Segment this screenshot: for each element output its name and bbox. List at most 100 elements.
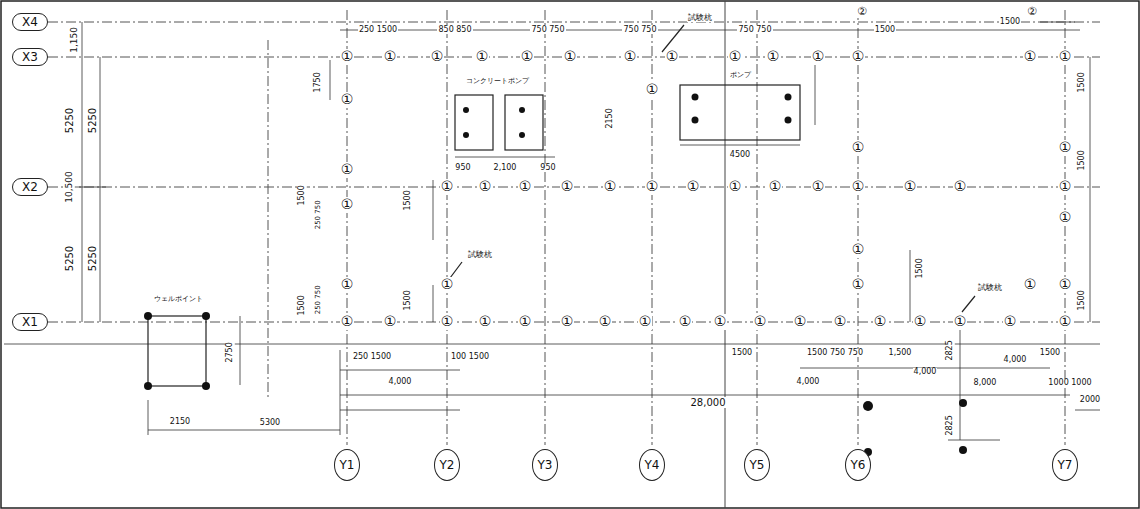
pile-mark: ① — [478, 314, 493, 329]
note-text: ② — [856, 6, 868, 18]
grid-name: Y3 — [538, 459, 553, 471]
pile-mark: ① — [1003, 314, 1018, 329]
pile-mark: ① — [768, 179, 783, 194]
pile-mark: ① — [811, 179, 826, 194]
pile-mark: ① — [603, 179, 618, 194]
dimension-text: 750 750 — [737, 26, 772, 35]
dimension-text: 8,000 — [973, 379, 998, 388]
note-text: 試験杭 — [977, 284, 1003, 293]
pile-mark: ① — [440, 314, 455, 329]
dimension-text: 250 750 — [314, 285, 322, 316]
dimension-text: 250 1500 — [352, 353, 392, 362]
dimension-text: 4,000 — [796, 378, 821, 387]
dimension-text: 5250 — [87, 106, 98, 133]
pile-mark: ① — [638, 314, 653, 329]
dimension-text: 4,000 — [1003, 356, 1028, 365]
grid-bubble-y: Y5 — [744, 449, 770, 481]
dimension-text: 4500 — [729, 151, 751, 160]
pile-mark: ① — [665, 49, 680, 64]
dimension-text: 1500 — [999, 18, 1021, 27]
dimension-text: 1500 — [1078, 149, 1087, 171]
pile-mark: ① — [793, 314, 808, 329]
pile-mark: ① — [873, 314, 888, 329]
pile-mark: ① — [340, 92, 355, 107]
grid-name: Y1 — [340, 459, 355, 471]
grid-name: Y5 — [750, 459, 765, 471]
dimension-text: 2825 — [946, 414, 955, 436]
dimension-text: 4,000 — [388, 378, 413, 387]
dimension-text: 1500 — [1078, 71, 1087, 93]
dimension-text: 2750 — [226, 341, 235, 363]
pile-mark: ① — [678, 314, 693, 329]
grid-bubble-y: Y7 — [1052, 449, 1078, 481]
pile-mark: ① — [953, 179, 968, 194]
dimension-text: 2150 — [606, 107, 615, 129]
note-text: 試験杭 — [687, 14, 713, 23]
dimension-text: 250 1500 — [358, 26, 398, 35]
dimension-text: 1750 — [314, 71, 323, 93]
grid-name: Y2 — [440, 459, 455, 471]
dimension-text: 4,000 — [913, 368, 938, 377]
pile-mark: ① — [1058, 210, 1073, 225]
pile-mark: ① — [340, 314, 355, 329]
dimension-text: 1500 — [298, 294, 307, 316]
pile-mark: ① — [686, 179, 701, 194]
dimension-text: 1500 — [298, 184, 307, 206]
dimension-text: 2825 — [946, 339, 955, 361]
pile-mark: ① — [430, 49, 445, 64]
grid-name: Y7 — [1058, 459, 1073, 471]
pile-mark: ① — [1058, 179, 1073, 194]
grid-bubble-y: Y6 — [845, 449, 871, 481]
pile-mark: ① — [851, 242, 866, 257]
pile-mark: ① — [903, 179, 918, 194]
pile-mark: ① — [560, 314, 575, 329]
dimension-text: 100 1500 — [450, 353, 490, 362]
grid-bubble-y: Y3 — [532, 449, 558, 481]
pile-mark: ① — [623, 49, 638, 64]
pile-mark: ① — [851, 179, 866, 194]
pile-mark: ① — [851, 49, 866, 64]
grid-name: X3 — [22, 51, 38, 63]
pile-mark: ① — [766, 49, 781, 64]
pile-mark: ① — [598, 314, 613, 329]
pile-mark: ① — [753, 314, 768, 329]
dimension-text: 1500 — [1039, 349, 1061, 358]
pile-mark: ① — [518, 314, 533, 329]
note-text: ウェルポイント — [153, 296, 204, 304]
pile-mark: ① — [1058, 140, 1073, 155]
dimension-text: 950 — [539, 164, 556, 173]
pile-mark: ① — [520, 49, 535, 64]
grid-bubble-x: X1 — [12, 313, 48, 331]
grid-bubble-x: X4 — [12, 13, 48, 31]
dimension-text: 28,000 — [690, 397, 727, 408]
dimension-text: 1500 — [916, 257, 925, 279]
grid-name: X2 — [22, 181, 38, 193]
pile-mark: ① — [1058, 314, 1073, 329]
pile-mark: ① — [913, 314, 928, 329]
pile-mark: ① — [340, 162, 355, 177]
pile-mark: ① — [340, 197, 355, 212]
grid-bubble-x: X2 — [12, 178, 48, 196]
pile-mark: ① — [563, 49, 578, 64]
grid-name: X4 — [22, 16, 38, 28]
grid-bubble-y: Y2 — [434, 449, 460, 481]
dimension-text: 10,500 — [65, 170, 75, 204]
grid-bubble-x: X3 — [12, 48, 48, 66]
pile-mark: ① — [1058, 49, 1073, 64]
pile-mark: ① — [340, 277, 355, 292]
dimension-text: 1500 750 750 — [806, 349, 864, 358]
pile-mark: ① — [340, 49, 355, 64]
pile-mark: ① — [1058, 277, 1073, 292]
grid-name: X1 — [22, 316, 38, 328]
dimension-text: 5250 — [87, 244, 98, 271]
dimension-text: 2150 — [169, 418, 191, 427]
dimension-text: 5250 — [64, 106, 75, 133]
pile-mark: ① — [475, 49, 490, 64]
dimension-text: 1,150 — [70, 26, 80, 54]
dimension-text: 1000 1000 — [1047, 379, 1092, 388]
dimension-text: 250 750 — [314, 200, 322, 231]
pile-mark: ① — [713, 314, 728, 329]
pile-mark: ① — [645, 179, 660, 194]
